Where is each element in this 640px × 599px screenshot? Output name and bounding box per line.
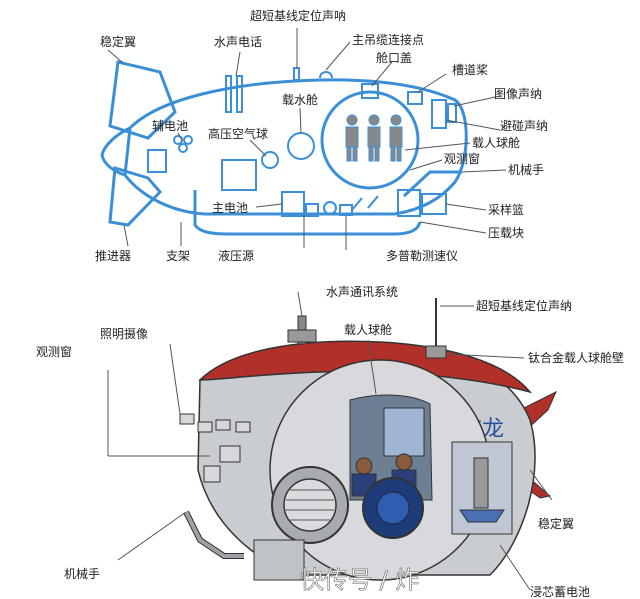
manipulator-arm-icon — [402, 170, 462, 198]
label-titanium-wall: 钛合金载人球舱壁 — [528, 350, 624, 365]
label-main-battery: 主电池 — [212, 201, 248, 215]
label-ballast-tank: 载水舱 — [282, 93, 318, 107]
label-main-cable: 主吊缆连接点 — [352, 32, 424, 47]
label-sample-basket: 采样篮 — [488, 202, 524, 217]
label-manned-sphere: 载人球舱 — [472, 136, 520, 150]
watermark-text: 快传号 / 炸 — [300, 566, 419, 594]
label-battery: 浸芯蓄电池 — [530, 585, 590, 599]
blueprint-schematic: 稳定翼 水声电话 超短基线定位声呐 主吊缆连接点 舱口盖 槽道桨 图像声纳 辅电… — [95, 8, 548, 263]
label-hp-gas: 高压空气球 — [208, 126, 268, 141]
label-acoustic-comm: 水声通讯系统 — [326, 285, 398, 299]
crew-figures-icon — [345, 114, 403, 162]
hp-gas-sphere-icon — [261, 151, 279, 169]
label-usbl: 超短基线定位声纳 — [476, 298, 572, 313]
label-manipulator: 机械手 — [508, 162, 544, 177]
label-collision-sonar: 避碰声纳 — [500, 119, 548, 133]
label-hydraulic: 液压源 — [218, 248, 254, 263]
label-slot-prop: 槽道桨 — [452, 63, 488, 77]
ballast-tank-icon — [287, 132, 315, 160]
label-image-sonar: 图像声纳 — [494, 87, 542, 101]
label-sphere: 载人球舱 — [344, 323, 392, 337]
label-manipulator-bottom: 机械手 — [64, 566, 100, 581]
label-stabilizer-bottom: 稳定翼 — [538, 516, 574, 531]
label-usbl-top: 超短基线定位声呐 — [250, 8, 346, 23]
label-observation-window: 观测窗 — [36, 345, 72, 359]
label-ballast-block: 压载块 — [488, 226, 524, 240]
label-bracket: 支架 — [166, 249, 190, 263]
label-doppler: 多普勒测速仪 — [386, 249, 458, 263]
label-aux-battery: 辅电池 — [152, 119, 188, 133]
label-hatch: 舱口盖 — [376, 51, 412, 65]
label-hydro-phone: 水声电话 — [214, 35, 262, 49]
label-lighting-camera: 照明摄像 — [100, 326, 148, 341]
label-window: 观测窗 — [444, 152, 480, 166]
label-stabilizer: 稳定翼 — [100, 34, 136, 49]
label-thruster: 推进器 — [95, 249, 131, 263]
submarine-illustration: 蛟龙 — [36, 285, 624, 599]
